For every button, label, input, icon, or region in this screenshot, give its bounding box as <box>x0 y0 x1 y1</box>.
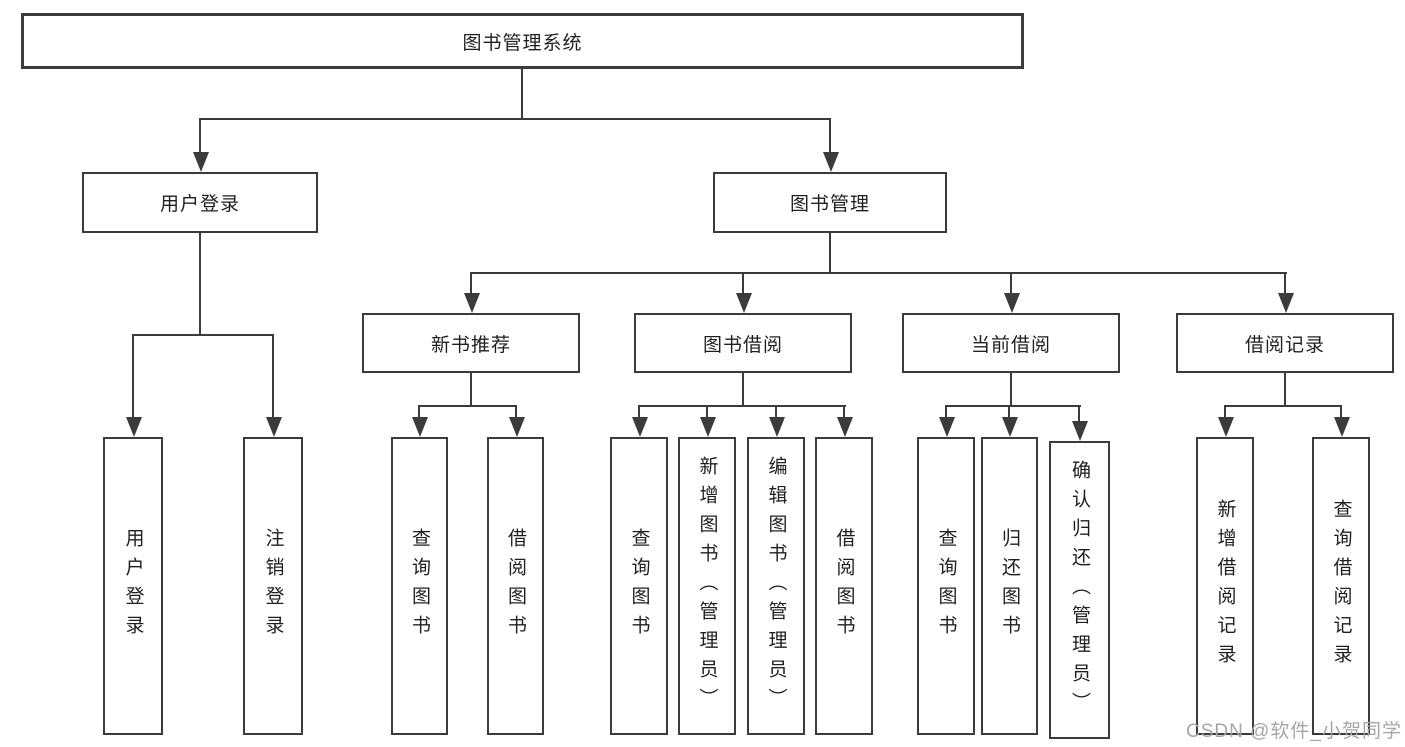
connector-bb-drop-2 <box>706 405 708 419</box>
connector-root-stem <box>521 69 523 120</box>
leaf-label: 编辑图书（管理员） <box>765 455 787 717</box>
connector-cb-rail <box>945 405 1081 407</box>
leaf-label: 查询借阅记录 <box>1330 499 1352 673</box>
arrow-down-icon <box>509 417 525 437</box>
connector-bb-drop-1 <box>638 405 640 419</box>
arrow-down-icon <box>1072 421 1088 441</box>
leaf-label: 查询图书 <box>409 528 430 644</box>
leaf-label: 查询图书 <box>935 528 957 644</box>
arrow-down-icon <box>769 417 785 437</box>
node-label: 用户登录 <box>159 194 240 215</box>
arrow-down-icon <box>464 293 480 313</box>
leaf-bb-query-books: 查询图书 <box>610 437 668 735</box>
connector-br-drop-1 <box>1224 405 1226 419</box>
connector-br-drop-2 <box>1340 405 1342 419</box>
connector-book-mgmt-drop <box>829 118 831 154</box>
node-label: 图书管理系统 <box>462 32 583 54</box>
leaf-label: 借阅图书 <box>833 528 855 644</box>
leaf-bb-borrow-books: 借阅图书 <box>815 437 873 735</box>
arrow-down-icon <box>632 417 648 437</box>
arrow-down-icon <box>1334 417 1350 437</box>
node-new-book-recommendation: 新书推荐 <box>362 313 580 373</box>
leaf-bb-add-books-admin: 新增图书（管理员） <box>678 437 736 735</box>
leaf-bb-edit-books-admin: 编辑图书（管理员） <box>747 437 805 735</box>
connector-current-drop <box>1010 272 1012 295</box>
arrow-down-icon <box>700 417 716 437</box>
connector-nbr-drop-2 <box>515 405 517 419</box>
connector-bb-rail <box>638 405 846 407</box>
node-label: 新书推荐 <box>430 334 511 356</box>
leaf-label: 确认归还（管理员） <box>1069 459 1090 721</box>
leaf-label: 注销登录 <box>262 528 284 644</box>
leaf-label: 用户登录 <box>122 528 144 644</box>
csdn-watermark: CSDN @软件_小贺同学 <box>1186 721 1402 742</box>
arrow-down-icon <box>1004 293 1020 313</box>
connector-logout-drop <box>272 334 274 419</box>
connector-bb-stem <box>742 373 744 407</box>
arrow-down-icon <box>1278 293 1294 313</box>
arrow-down-icon <box>193 152 209 172</box>
leaf-cb-confirm-return-admin: 确认归还（管理员） <box>1049 441 1110 739</box>
node-book-management: 图书管理 <box>713 172 947 233</box>
connector-br-rail <box>1224 405 1342 407</box>
node-current-borrowing: 当前借阅 <box>902 313 1120 373</box>
leaf-label: 新增借阅记录 <box>1214 499 1236 673</box>
connector-user-rail <box>132 334 274 336</box>
connector-level2-rail <box>199 118 831 120</box>
arrow-down-icon <box>1218 417 1234 437</box>
arrow-down-icon <box>837 417 853 437</box>
connector-cb-drop-1 <box>945 405 947 419</box>
node-book-borrowing: 图书借阅 <box>634 313 852 373</box>
arrow-down-icon <box>1002 417 1018 437</box>
connector-nbr-drop-1 <box>418 405 420 419</box>
leaf-br-add-record: 新增借阅记录 <box>1196 437 1254 735</box>
connector-bb-drop-4 <box>843 405 845 419</box>
connector-level3-rail <box>470 272 1287 274</box>
connector-cb-drop-2 <box>1008 405 1010 419</box>
connector-cb-stem <box>1010 373 1012 407</box>
node-label: 图书借阅 <box>702 334 783 356</box>
leaf-cb-query-books: 查询图书 <box>917 437 975 735</box>
leaf-nbr-query-books: 查询图书 <box>391 437 448 735</box>
connector-cb-drop-3 <box>1078 405 1080 423</box>
connector-newbook-drop <box>470 272 472 295</box>
connector-borrow-drop <box>742 272 744 295</box>
arrow-down-icon <box>736 293 752 313</box>
connector-bb-drop-3 <box>775 405 777 419</box>
node-label: 图书管理 <box>789 194 870 215</box>
connector-br-stem <box>1284 373 1286 407</box>
node-library-management-system: 图书管理系统 <box>21 13 1024 69</box>
leaf-label: 查询图书 <box>628 528 650 644</box>
connector-login-drop <box>132 334 134 419</box>
leaf-user-login: 用户登录 <box>103 437 163 735</box>
leaf-label: 新增图书（管理员） <box>696 455 718 717</box>
connector-nbr-stem <box>470 373 472 407</box>
node-label: 当前借阅 <box>970 334 1051 356</box>
connector-user-login-drop <box>199 118 201 154</box>
arrow-down-icon <box>823 152 839 172</box>
arrow-down-icon <box>126 417 142 437</box>
leaf-label: 归还图书 <box>999 528 1020 644</box>
connector-user-stem <box>199 233 201 336</box>
connector-records-drop <box>1284 272 1286 295</box>
leaf-cb-return-books: 归还图书 <box>981 437 1038 735</box>
leaf-br-query-record: 查询借阅记录 <box>1312 437 1370 735</box>
arrow-down-icon <box>266 417 282 437</box>
leaf-label: 借阅图书 <box>505 528 526 644</box>
node-borrowing-records: 借阅记录 <box>1176 313 1394 373</box>
node-user-login: 用户登录 <box>82 172 318 233</box>
connector-nbr-rail <box>418 405 517 407</box>
node-label: 借阅记录 <box>1244 334 1325 356</box>
leaf-logout: 注销登录 <box>243 437 303 735</box>
connector-book-stem <box>829 233 831 274</box>
arrow-down-icon <box>939 417 955 437</box>
leaf-nbr-borrow-books: 借阅图书 <box>487 437 544 735</box>
arrow-down-icon <box>412 417 428 437</box>
